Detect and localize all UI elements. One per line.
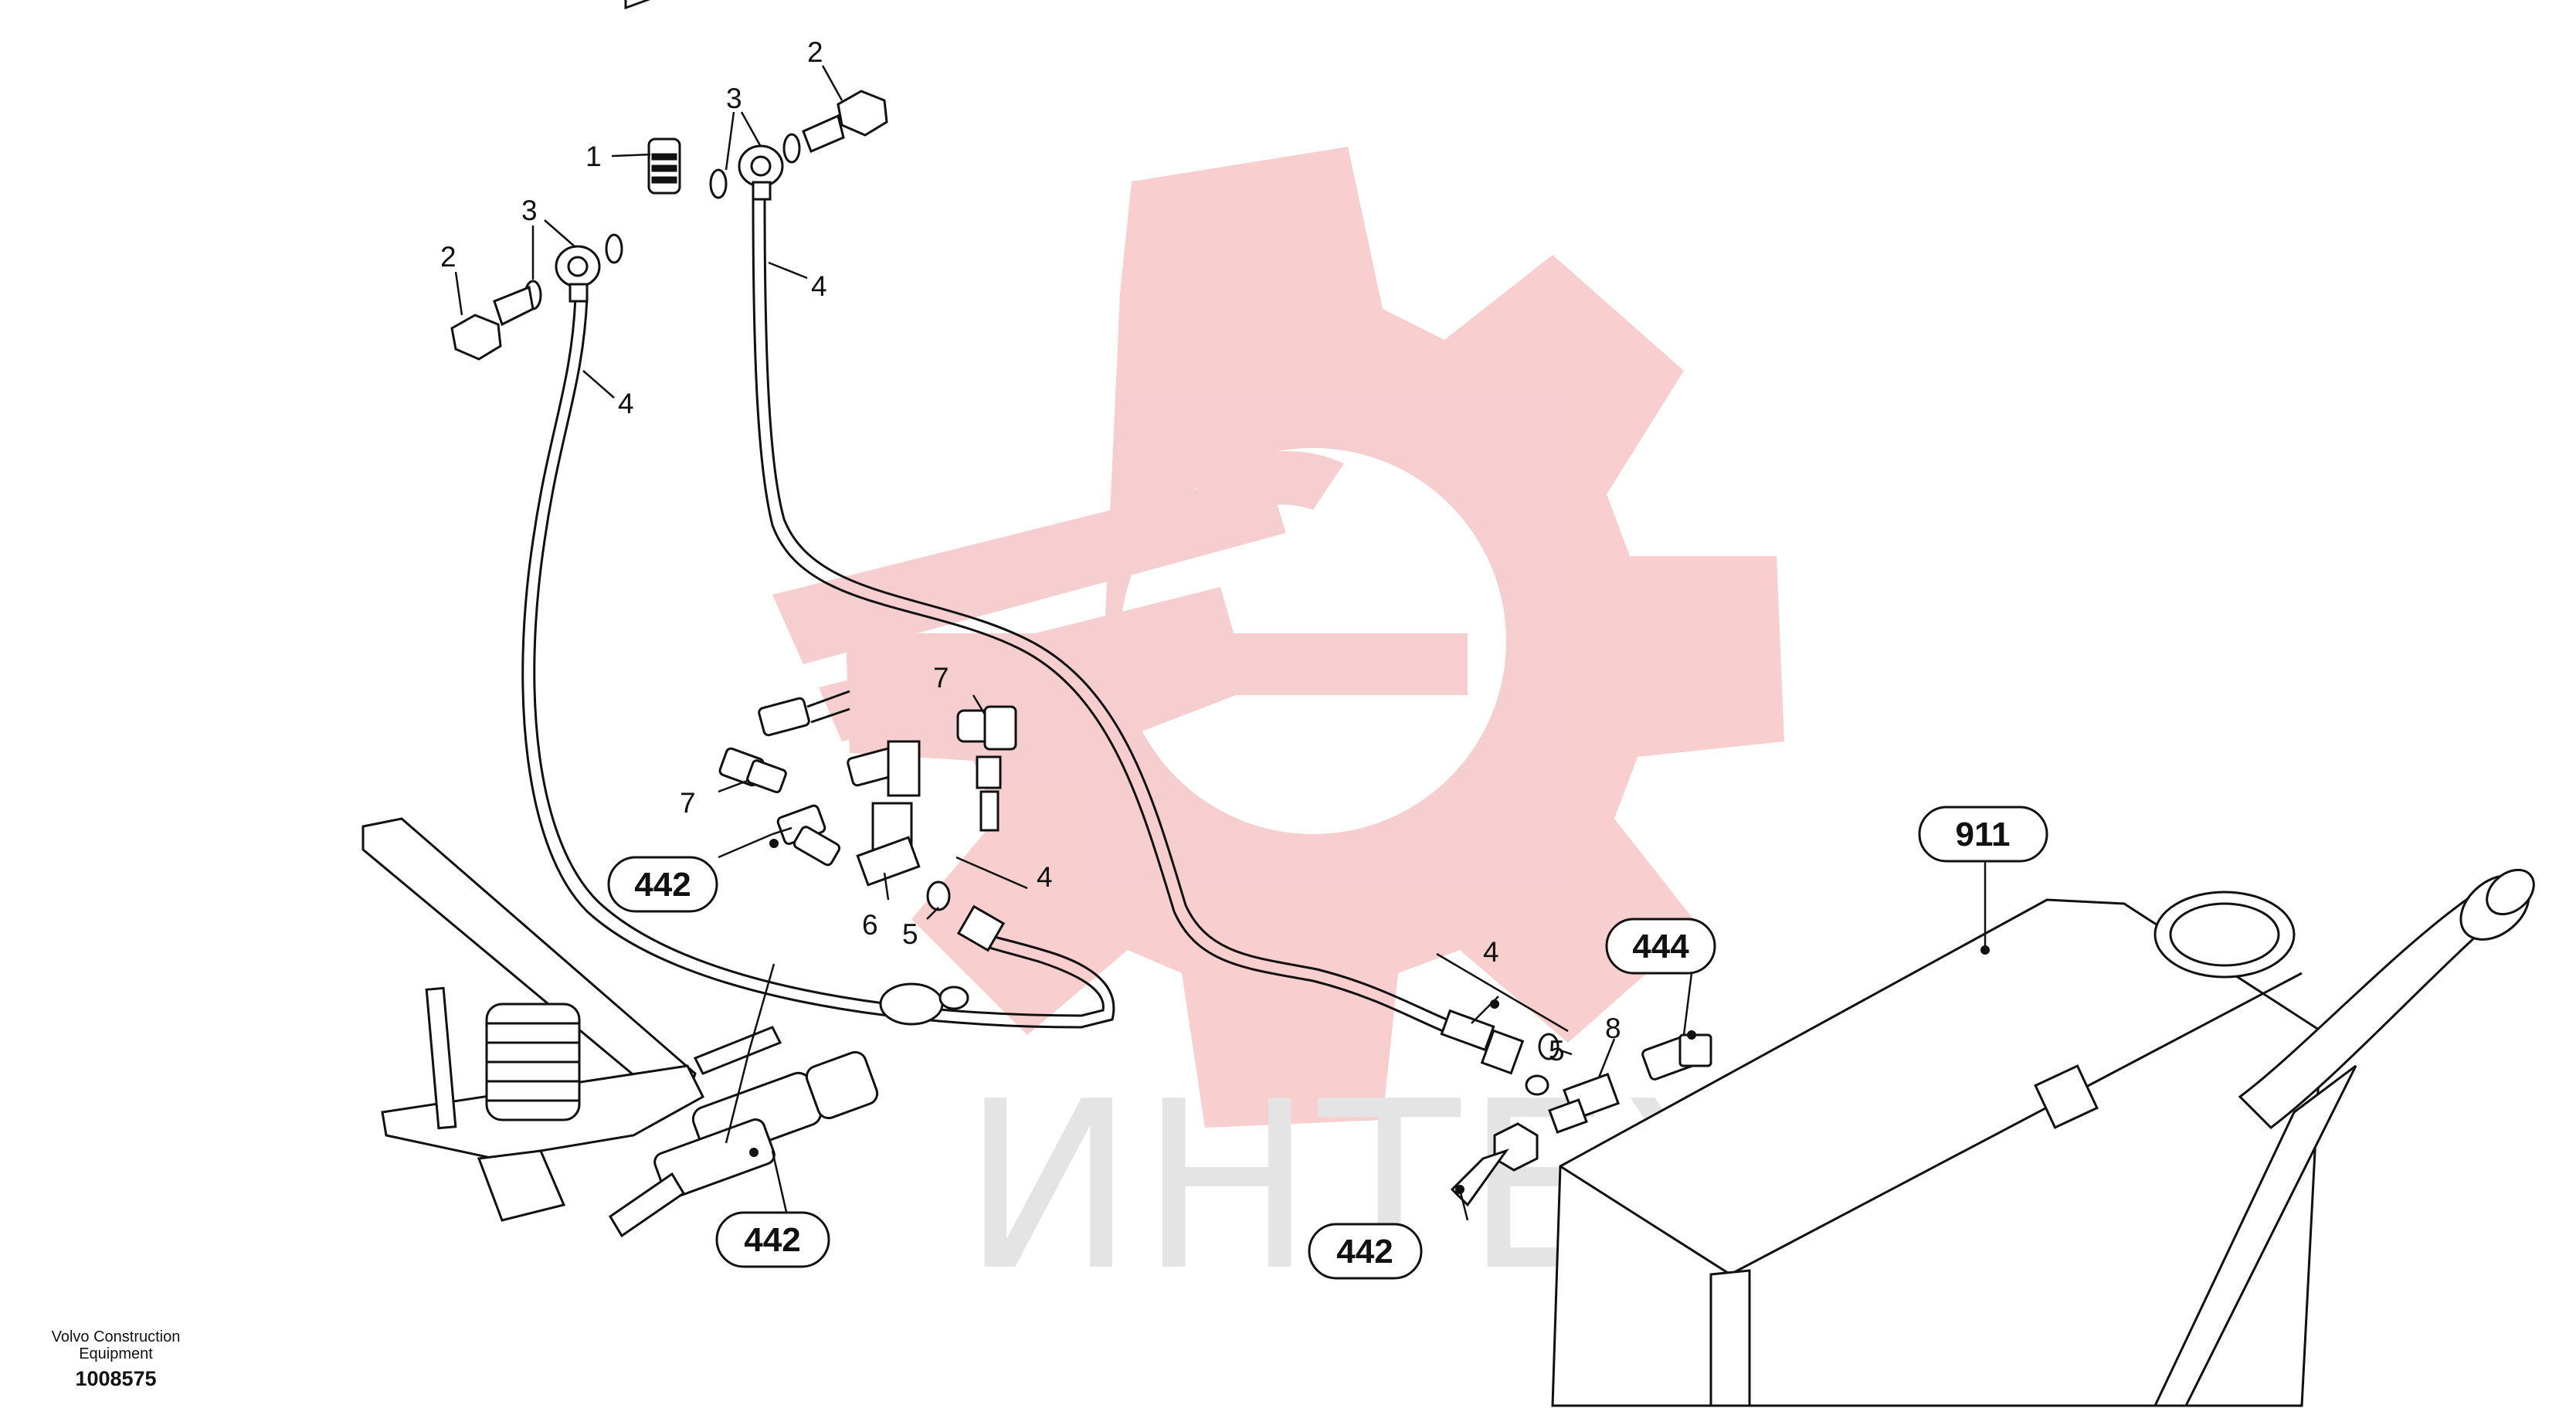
callout-4-right-fitting: 4 [1483,936,1499,968]
hose-left [521,297,1115,1029]
callout-5-right: 5 [1549,1035,1565,1067]
callout-2-right: 2 [807,36,823,68]
restrictor-valve [624,0,712,195]
banjo-bolt-right [802,90,888,153]
reference-box-442-middle[interactable]: 442 [607,856,718,913]
callout-3-right: 3 [726,83,742,114]
reference-box-444[interactable]: 444 [1605,918,1716,975]
callout-5-middle: 5 [902,918,918,950]
callout-3-left: 3 [521,195,538,226]
banjo-bolt-left [450,285,535,361]
reference-box-911-label: 911 [1956,816,2011,853]
company-name-line-2: Equipment [79,1345,153,1362]
fitting-cluster [718,690,1712,1207]
callout-2-left: 2 [440,241,456,273]
reference-box-911[interactable]: 911 [1918,806,2048,863]
document-number: 1008575 [75,1367,157,1390]
reference-box-442-lower-label: 442 [744,1221,800,1259]
hydraulic-tank [1551,868,2535,1407]
callout-1: 1 [585,141,602,172]
callout-7-upper: 7 [933,662,949,694]
callout-8: 8 [1605,1013,1621,1044]
callout-7-lower: 7 [680,787,696,819]
company-name: Volvo Construction Equipment [23,1328,209,1362]
banjo-fitting-right [738,144,784,201]
banjo-fitting-left [555,245,601,303]
hose-end-fitting [956,904,1525,1075]
reference-box-442-lower[interactable]: 442 [715,1211,830,1268]
callout-6: 6 [862,909,878,941]
reference-box-442-right[interactable]: 442 [1308,1223,1423,1280]
callout-4-right-hose: 4 [811,270,827,302]
hose-right [752,196,1457,1036]
reference-box-442-right-label: 442 [1336,1233,1393,1271]
pedal-assembly [361,817,879,1238]
callout-4-middle: 4 [1037,861,1053,893]
leader-dots [749,839,1990,1194]
reference-box-444-label: 444 [1632,928,1689,965]
watermark-gear-logo [772,147,1784,1128]
reference-box-442-middle-label: 442 [634,866,691,904]
callout-4-left-hose: 4 [618,388,634,419]
company-name-line-1: Volvo Construction [51,1328,181,1345]
